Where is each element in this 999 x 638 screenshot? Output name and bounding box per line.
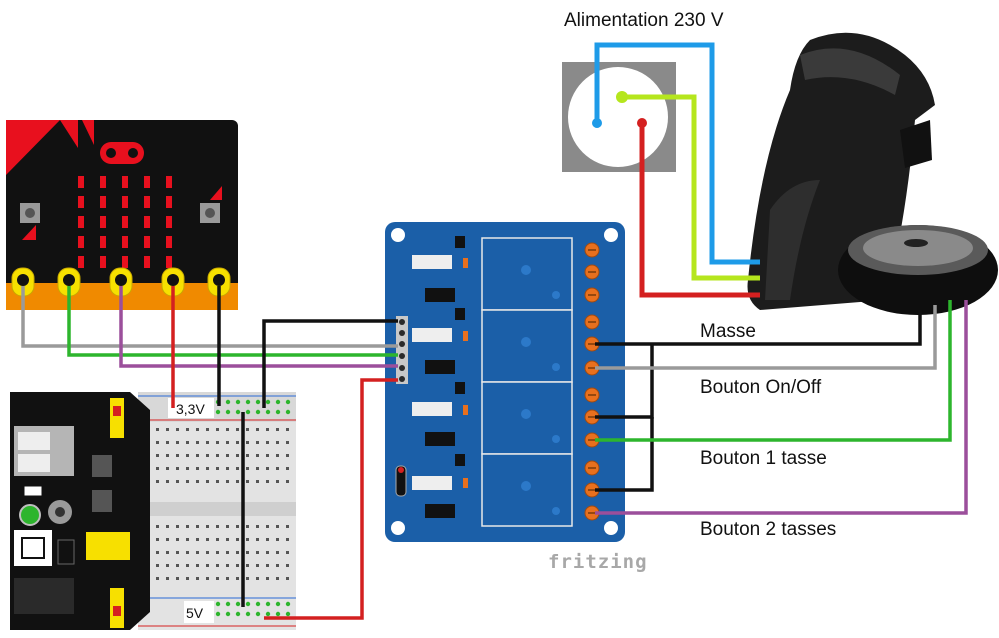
relay-output-wires [595, 300, 968, 515]
ground-label: Masse [700, 321, 756, 342]
rail-5v-label: 5V [186, 605, 204, 621]
breadboard-icon [138, 392, 296, 630]
power-supply-label: Alimentation 230 V [564, 10, 724, 31]
button-1-cup-label: Bouton 1 tasse [700, 448, 827, 469]
microbit-board-icon [6, 120, 238, 310]
coffee-machine-icon [747, 32, 998, 315]
wall-outlet-icon [562, 62, 676, 172]
rail-3v3-label: 3,3V [176, 401, 205, 417]
button-onoff-label: Bouton On/Off [700, 377, 822, 398]
mains-wires [594, 42, 760, 298]
signal-wires [21, 286, 398, 620]
breadboard-power-module-icon [10, 392, 150, 630]
button-2-cups-label: Bouton 2 tasses [700, 519, 836, 540]
fritzing-watermark: fritzing [548, 551, 648, 573]
relay-module-icon [385, 222, 625, 542]
